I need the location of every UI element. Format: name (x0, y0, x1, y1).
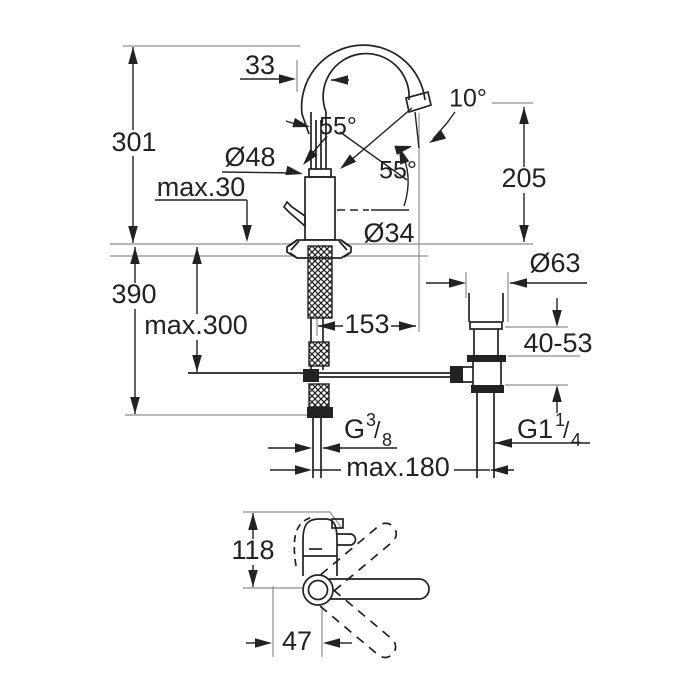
supply-thread-sup: 3 (366, 410, 376, 430)
waste-thread-slash: / (563, 417, 570, 443)
dim-deck-range-label: 40-53 (523, 328, 592, 358)
aerator (405, 90, 433, 114)
lever-top-view (337, 533, 357, 546)
locknut (471, 385, 504, 393)
body-inner-circle (307, 579, 329, 601)
dim-outlet-angle-label: 10° (449, 85, 487, 113)
dim-angle-55-left-label: 55° (319, 113, 357, 141)
dim-lever-reach-label: 118 (231, 535, 274, 565)
supply-thread-label: G 3 / 8 (344, 410, 392, 450)
dim-spout-height-label: 205 (501, 163, 546, 193)
thread-labels: G 3 / 8 G1 1 / 4 (344, 410, 581, 450)
dim-depth-390-label: 390 (111, 279, 156, 309)
supply-nut (307, 407, 333, 418)
drain-assembly (450, 293, 506, 478)
dim-body-diameter-label: Ø48 (224, 142, 275, 172)
dim-spout-offset-label: 33 (245, 50, 275, 80)
swivel-spout-dashed-left (320, 522, 398, 592)
label-backgrounds (109, 130, 549, 656)
dimension-labels: 33 301 Ø48 max.30 55° 55° 10° 205 Ø34 Ø6… (111, 50, 592, 656)
dim-waste-diameter-label: Ø63 (529, 248, 580, 278)
dim-deck-max30-label: max.30 (157, 172, 246, 202)
lever-handle (282, 200, 306, 228)
dim-hole-diameter-label: Ø34 (363, 218, 414, 248)
body-silhouette (302, 518, 338, 576)
dim-spout-reach-label: 153 (344, 309, 389, 339)
supply-thread-g: G (344, 414, 365, 444)
dim-height-301-label: 301 (111, 127, 156, 157)
dim-offset-47-label: 47 (282, 626, 312, 656)
top-view (293, 516, 430, 659)
dim-spacing-max180-label: max.180 (346, 452, 450, 482)
spout-arc (300, 44, 433, 169)
pop-up-plug (469, 321, 503, 330)
threaded-shank-and-hoses (188, 245, 452, 478)
supply-thread-slash: / (374, 417, 381, 443)
waste-thread-sub: 4 (571, 430, 581, 450)
dimension-lines (132, 47, 590, 644)
lever-pin (331, 518, 344, 529)
dim-hose-max300-label: max.300 (144, 310, 248, 340)
dim-angle-55-right-label: 55° (379, 157, 417, 185)
swivel-spout-dashed-right (319, 589, 397, 659)
spout-top-view (329, 578, 430, 600)
front-view (188, 44, 506, 478)
supply-thread-sub: 8 (382, 430, 392, 450)
gasket (467, 355, 506, 362)
reference-lines (110, 45, 580, 657)
waste-thread-label: G1 1 / 4 (517, 410, 581, 450)
tee-fitting (303, 369, 319, 382)
waste-thread-sup: 1 (555, 410, 565, 430)
waste-thread-g: G1 (517, 414, 553, 444)
inlet-valve (450, 366, 463, 383)
